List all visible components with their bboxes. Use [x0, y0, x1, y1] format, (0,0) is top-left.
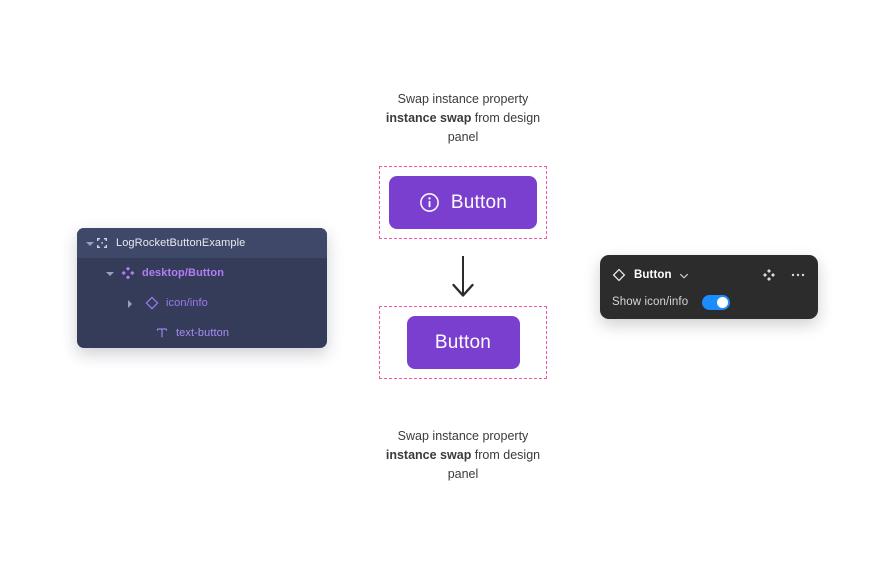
caption-top-line1: Swap instance property [397, 92, 529, 106]
layer-row-frame[interactable]: LogRocketButtonExample [77, 228, 327, 258]
caption-top-after: from design [471, 111, 541, 125]
selection-box-top: Button [379, 166, 547, 239]
toggle-knob [717, 296, 729, 308]
instance-diamond-icon [612, 268, 626, 282]
disclosure-triangle-icon[interactable] [125, 298, 135, 308]
text-icon [155, 326, 169, 340]
design-panel-header: Button [612, 266, 806, 284]
swap-instance-icon[interactable] [762, 268, 776, 282]
design-panel-property-row: Show icon/info [612, 293, 806, 311]
caption-bottom-bold: instance swap [385, 448, 472, 462]
caption-bottom-line3: panel [447, 467, 479, 481]
caption-bottom-after: from design [471, 448, 541, 462]
button-label: Button [450, 191, 508, 213]
caption-bottom-line1: Swap instance property [397, 429, 529, 443]
chevron-down-icon[interactable] [678, 269, 690, 281]
figma-layers-panel: LogRocketButtonExample desktop/Button [77, 228, 327, 348]
button-label: Button [434, 331, 492, 353]
arrow-down-icon [446, 256, 480, 300]
property-label-show-icon-info: Show icon/info [612, 296, 689, 308]
layer-label: desktop/Button [142, 267, 225, 279]
button-plain[interactable]: Button [406, 316, 520, 369]
caption-top-line3: panel [447, 130, 479, 144]
selection-box-bottom: Button [379, 306, 547, 379]
design-panel: Button [600, 255, 818, 319]
layer-row-component[interactable]: desktop/Button [77, 258, 327, 288]
disclosure-triangle-icon[interactable] [85, 238, 95, 248]
caption-top: Swap instance property instance swap fro… [353, 90, 573, 147]
layer-row-instance[interactable]: icon/info [77, 288, 327, 318]
design-panel-title: Button [634, 269, 672, 281]
disclosure-spacer [135, 328, 145, 338]
caption-bottom: Swap instance property instance swap fro… [353, 427, 573, 484]
layer-label: icon/info [166, 297, 208, 309]
button-with-icon[interactable]: Button [389, 176, 537, 229]
caption-top-bold: instance swap [385, 111, 472, 125]
layer-label: text-button [176, 327, 230, 339]
frame-icon [95, 236, 109, 250]
layer-row-text[interactable]: text-button [77, 318, 327, 348]
layer-label: LogRocketButtonExample [116, 237, 246, 249]
disclosure-triangle-icon[interactable] [105, 268, 115, 278]
show-icon-info-toggle[interactable] [702, 294, 731, 310]
instance-icon [145, 296, 159, 310]
more-options-icon[interactable] [790, 268, 806, 282]
info-icon [419, 192, 440, 213]
component-icon [121, 266, 135, 280]
